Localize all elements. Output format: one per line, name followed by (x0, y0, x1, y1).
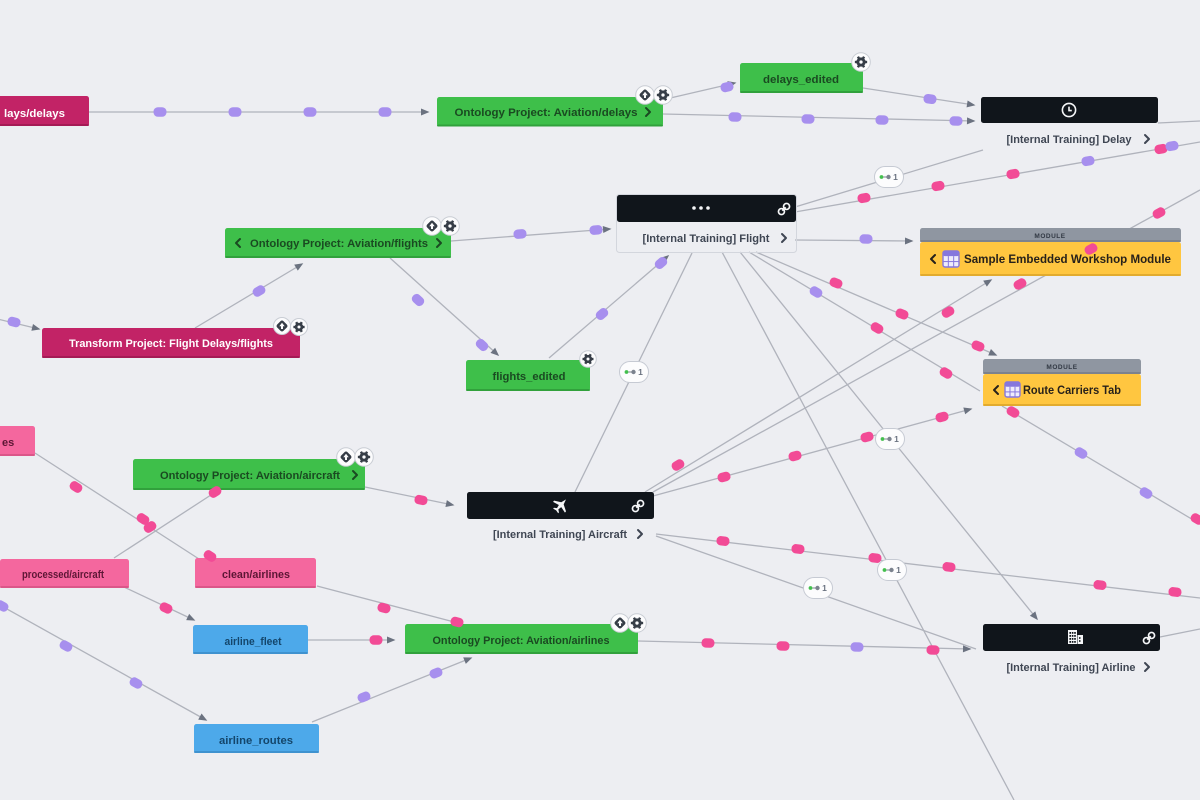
svg-text:delays_edited: delays_edited (763, 74, 839, 86)
svg-text:MODULE: MODULE (1046, 364, 1077, 371)
svg-text:1: 1 (638, 367, 643, 377)
svg-text:[Internal Training] Flight: [Internal Training] Flight (643, 233, 770, 245)
svg-text:Route Carriers Tab: Route Carriers Tab (1023, 385, 1121, 397)
svg-text:Sample Embedded Workshop Modul: Sample Embedded Workshop Module (964, 254, 1171, 266)
svg-text:airline_routes: airline_routes (219, 735, 293, 747)
svg-text:MODULE: MODULE (1034, 233, 1065, 240)
svg-text:Transform Project: Flight Dela: Transform Project: Flight Delays/flights (69, 338, 273, 350)
svg-text:[Internal Training] Aircraft: [Internal Training] Aircraft (493, 529, 627, 541)
svg-text:es: es (2, 437, 14, 449)
svg-text:flights_edited: flights_edited (493, 371, 566, 383)
svg-text:processed/aircraft: processed/aircraft (22, 569, 104, 581)
svg-text:lays/delays: lays/delays (4, 108, 65, 120)
svg-text:Ontology Project: Aviation/air: Ontology Project: Aviation/airlines (433, 635, 610, 647)
svg-text:1: 1 (896, 565, 901, 575)
svg-text:Ontology Project: Aviation/fli: Ontology Project: Aviation/flights (250, 238, 428, 250)
svg-text:Ontology Project: Aviation/air: Ontology Project: Aviation/aircraft (160, 470, 340, 482)
svg-text:[Internal Training] Airline: [Internal Training] Airline (1007, 662, 1136, 674)
svg-text:clean/airlines: clean/airlines (222, 569, 290, 581)
svg-text:[Internal Training] Delay: [Internal Training] Delay (1007, 134, 1132, 146)
svg-text:Ontology Project: Aviation/del: Ontology Project: Aviation/delays (455, 107, 638, 119)
svg-text:airline_fleet: airline_fleet (225, 636, 282, 648)
svg-text:1: 1 (893, 172, 898, 182)
svg-text:1: 1 (822, 583, 827, 593)
svg-text:1: 1 (894, 434, 899, 444)
